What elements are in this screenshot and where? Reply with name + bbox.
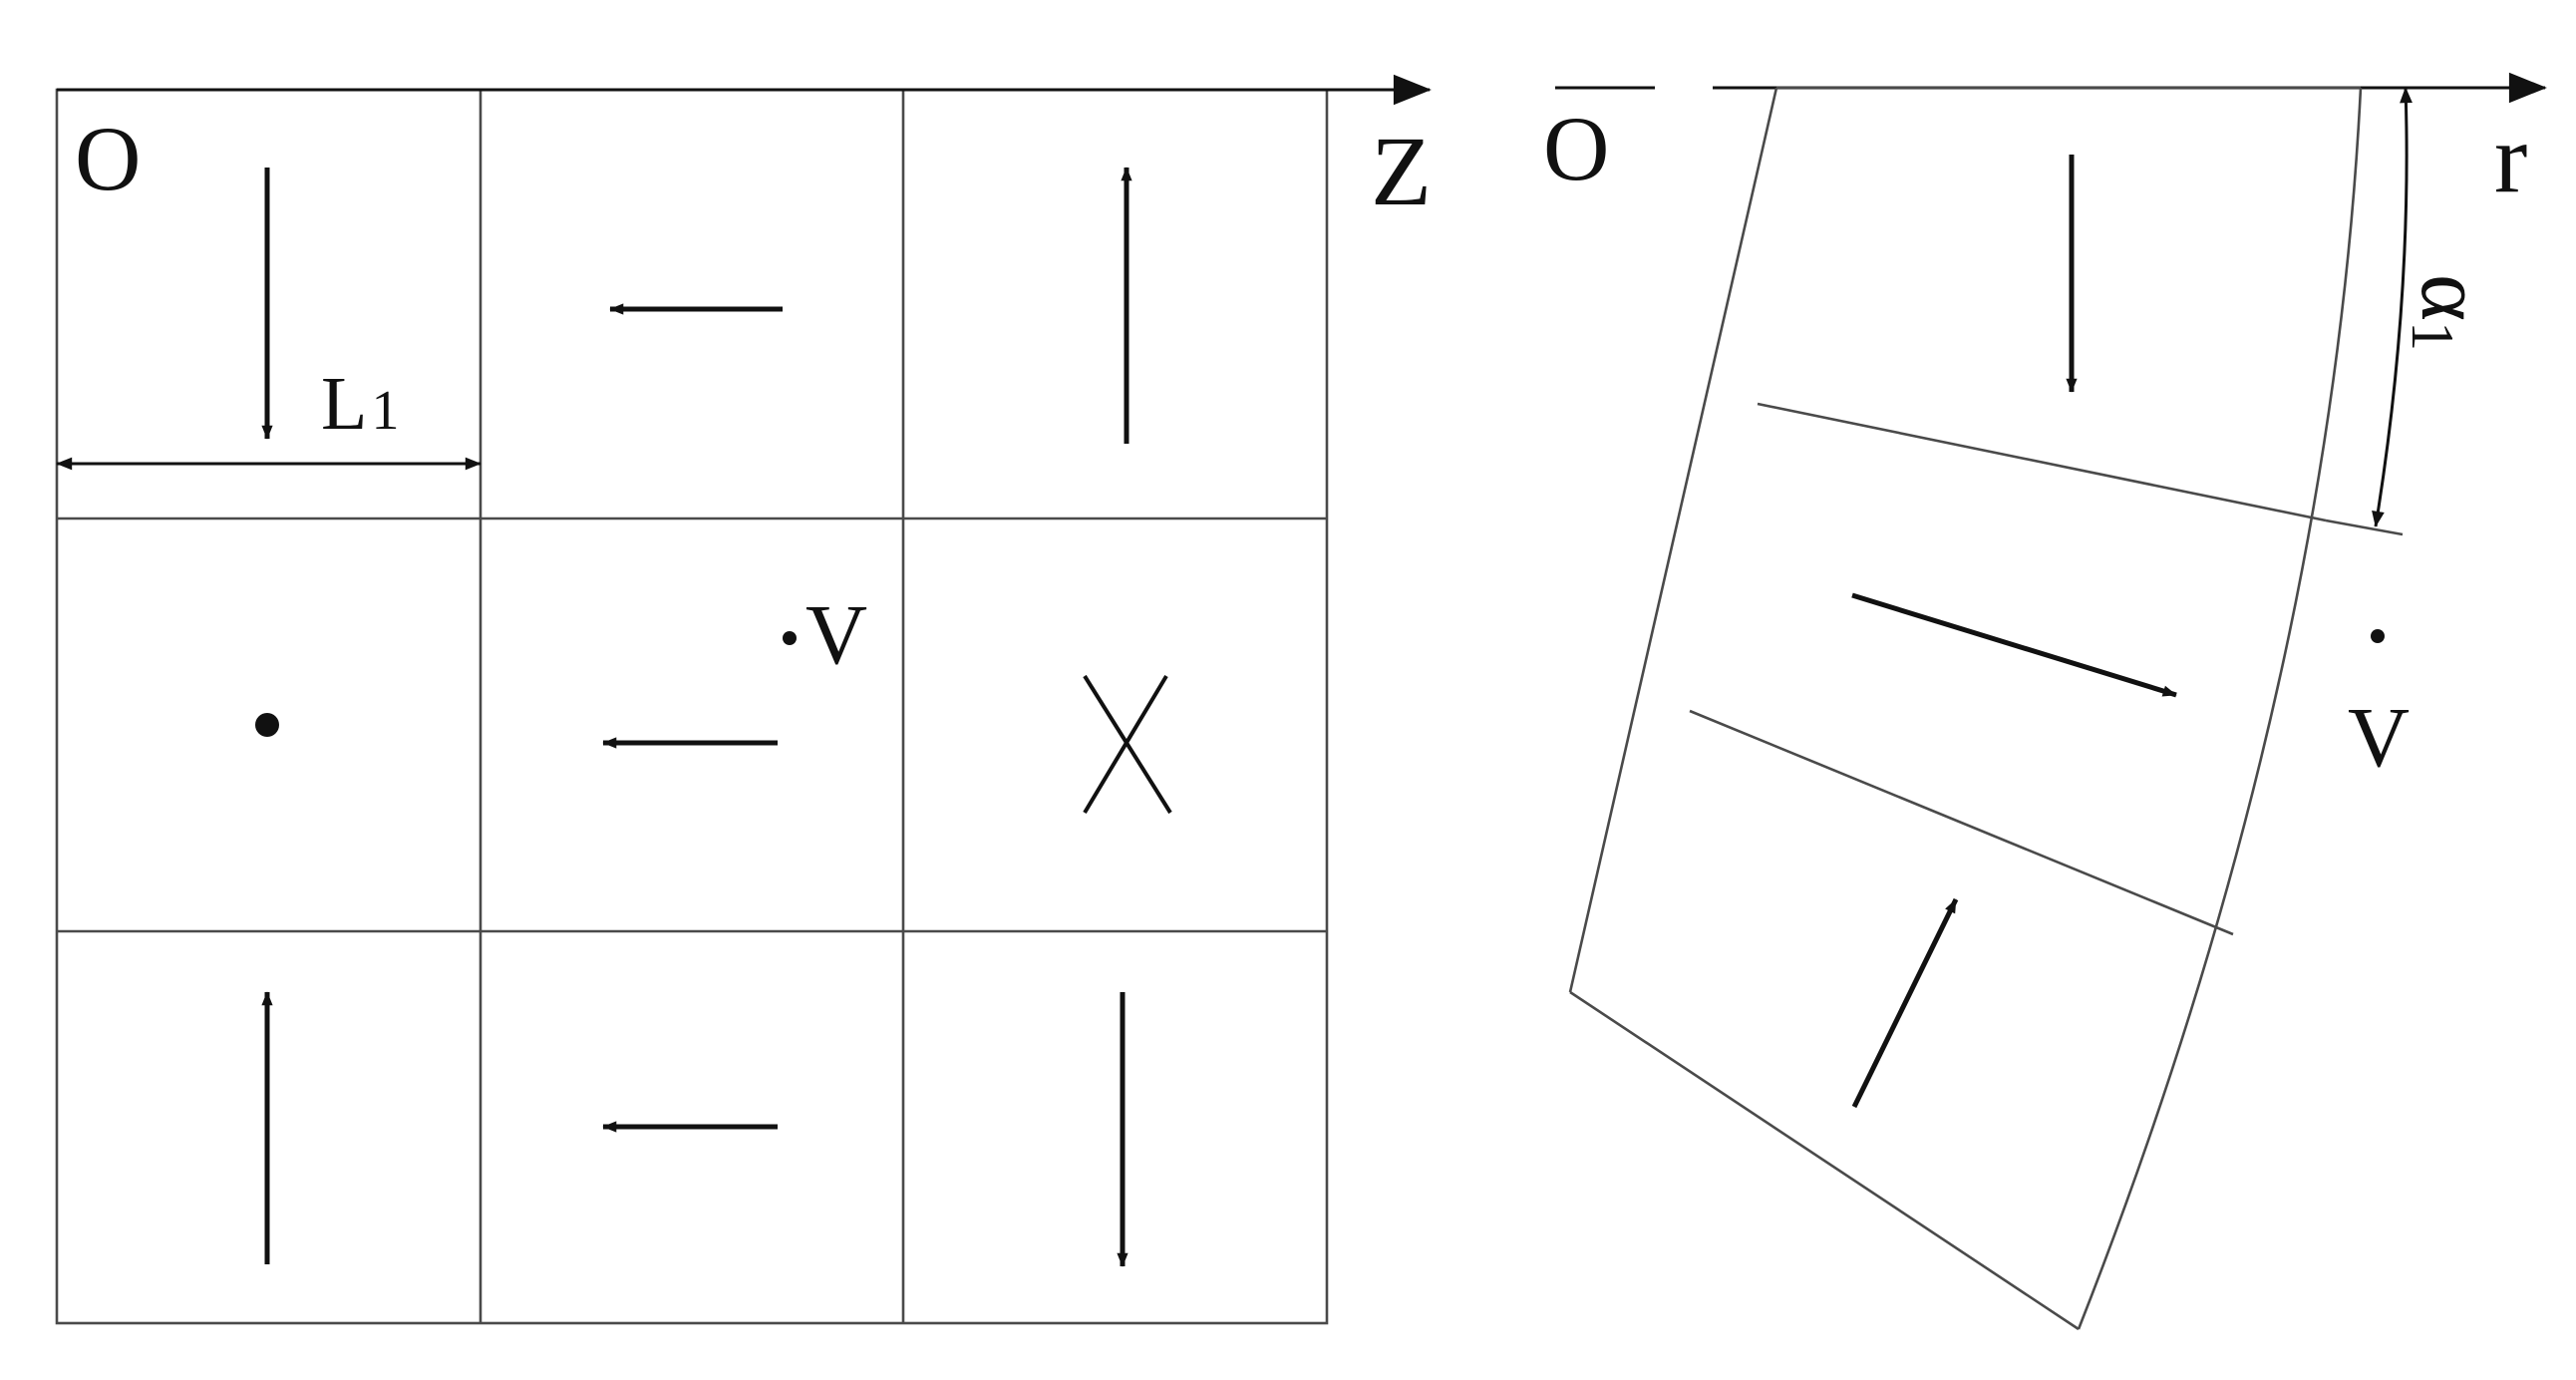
- curved-sector: [1568, 86, 2404, 1331]
- velocity-label-right: V: [2348, 629, 2410, 785]
- velocity-label-left: V: [783, 586, 867, 682]
- velocity-text-left: V: [805, 586, 867, 682]
- l1-label: L1: [321, 362, 399, 446]
- right-panel: r O α1 V: [1543, 72, 2547, 1331]
- r-axis-label: r: [2494, 103, 2527, 213]
- cell-dot-r2c1: [255, 713, 279, 737]
- velocity-text-right: V: [2348, 689, 2410, 785]
- grid-3x3: [55, 88, 1329, 1325]
- sector-inner-arc: [1568, 87, 1778, 993]
- sector-divider-2: [1689, 709, 2234, 936]
- sector-outer-arc: [2077, 87, 2363, 1330]
- alpha1-dimension-arrow: [2372, 87, 2413, 527]
- grid-outer-border: [55, 88, 1329, 1325]
- l1-label-main: L: [321, 362, 367, 446]
- cross-stroke-b: [1083, 674, 1168, 815]
- cell-cross-r2c3: [1083, 674, 1172, 815]
- sector-arrow-middle: [1851, 592, 2177, 698]
- sector-arrow-bottom: [1851, 897, 1959, 1109]
- sector-divider-1: [1757, 402, 2327, 522]
- z-axis-label: Z: [1371, 116, 1432, 226]
- velocity-dot-right: [2371, 629, 2385, 643]
- velocity-dot-left: [783, 631, 797, 645]
- origin-label-right: O: [1543, 98, 1609, 199]
- alpha1-label: α1: [2400, 274, 2501, 351]
- alpha1-label-main: α: [2403, 274, 2501, 321]
- left-panel: Z O L1 V: [55, 74, 1432, 1325]
- sector-bottom-edge: [1569, 990, 2080, 1331]
- alpha-extension-line: [2325, 518, 2404, 536]
- alpha1-label-subscript: 1: [2400, 321, 2465, 351]
- origin-label-left: O: [75, 108, 141, 209]
- l1-label-subscript: 1: [371, 380, 399, 442]
